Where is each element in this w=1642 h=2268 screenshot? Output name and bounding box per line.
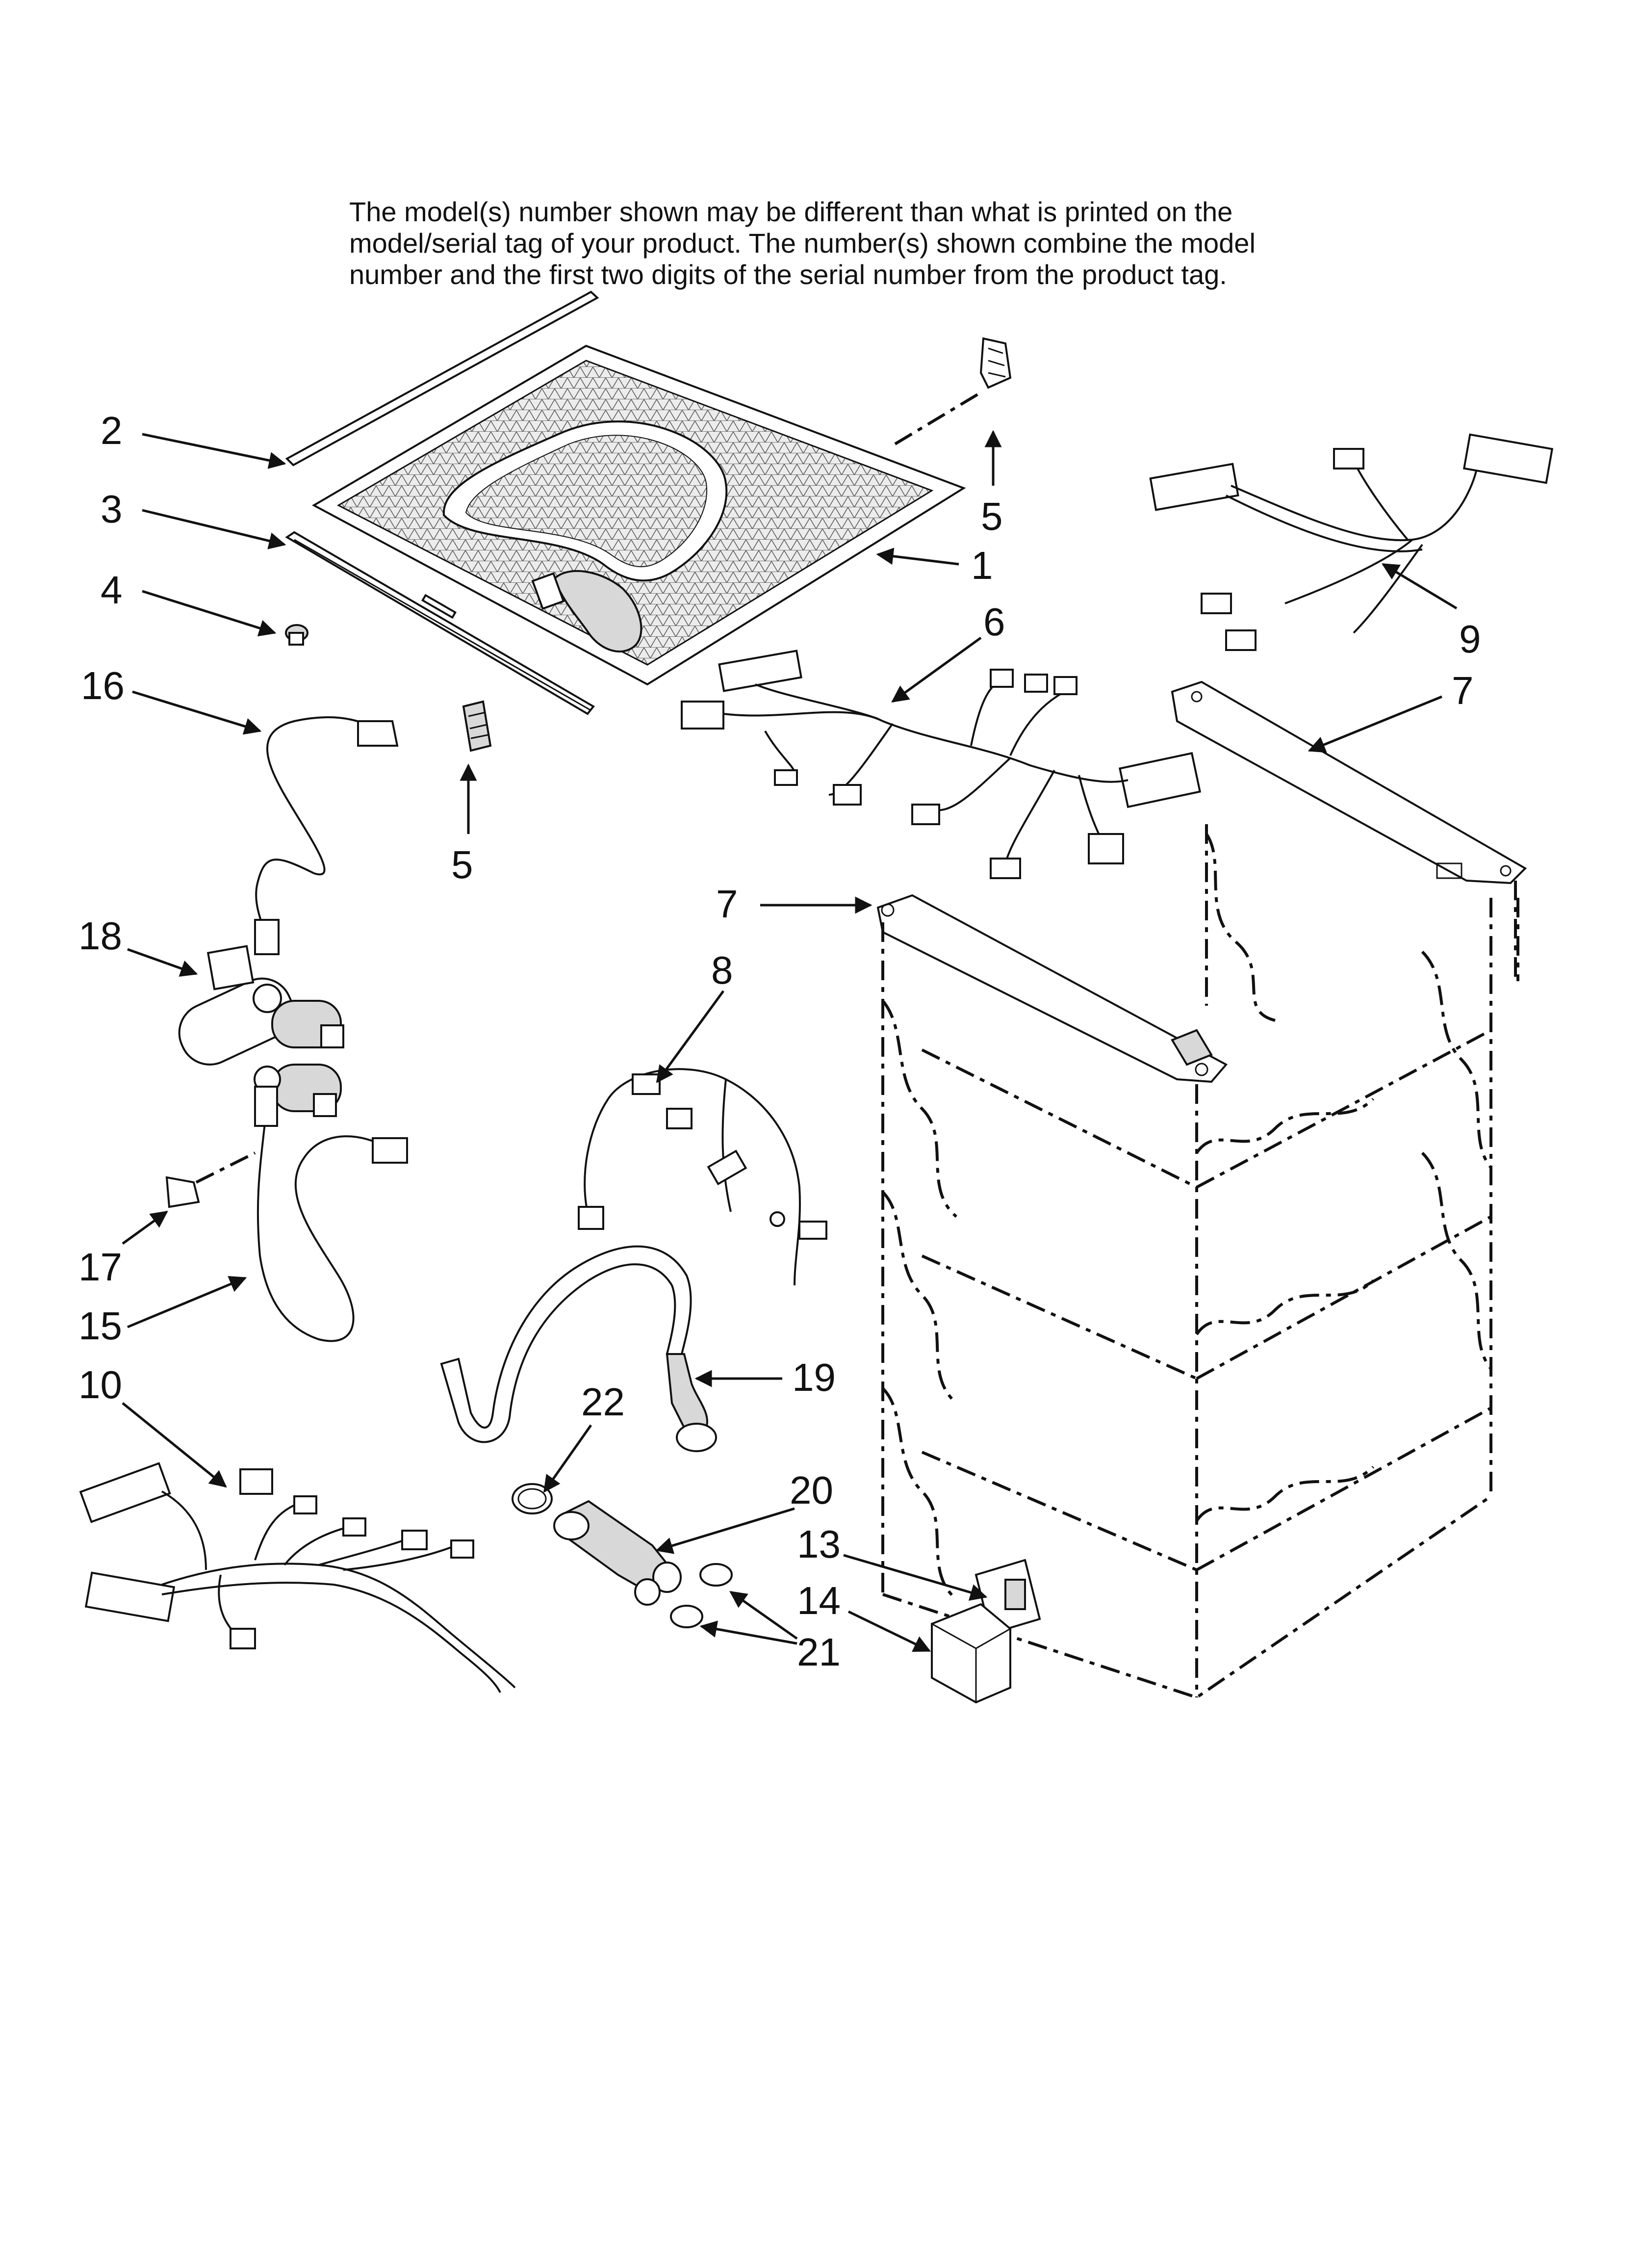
part-16-hose	[254, 716, 399, 955]
callout-4: 4	[101, 568, 123, 612]
cabinet-frame	[881, 824, 1517, 1699]
callout-3: 3	[101, 487, 123, 531]
callout-17: 17	[78, 1245, 122, 1289]
callout-13: 13	[797, 1522, 841, 1566]
callout-9: 9	[1459, 617, 1481, 661]
callout-10: 10	[78, 1363, 122, 1407]
callout-7-lower: 7	[716, 882, 738, 926]
part-19-drain-hose	[440, 1245, 717, 1452]
callout-1: 1	[971, 544, 993, 587]
part-7-bracket-lower	[876, 894, 1228, 1083]
part-17-clip	[165, 1151, 256, 1208]
callout-6: 6	[983, 600, 1005, 644]
part-20-connector	[553, 1500, 682, 1606]
callout-19: 19	[792, 1356, 836, 1399]
callout-8: 8	[711, 948, 733, 992]
note-line-3: number and the first two digits of the s…	[349, 259, 1227, 290]
part-4-screw	[285, 624, 308, 646]
callout-22: 22	[581, 1380, 625, 1424]
part-18-valve	[178, 945, 344, 1117]
part-15-hose	[254, 1086, 408, 1342]
callout-16: 16	[81, 664, 125, 707]
callout-5-lower: 5	[451, 843, 473, 886]
callout-18: 18	[78, 914, 122, 958]
leader-lines	[122, 430, 1519, 1652]
part-22-clamp	[512, 1483, 553, 1514]
part-3-rail	[285, 531, 595, 715]
callout-2: 2	[101, 409, 123, 452]
callout-5-upper: 5	[981, 495, 1003, 538]
part-5-clip-lower	[462, 700, 492, 752]
part-8-wire-harness	[578, 1068, 827, 1286]
part-6-wire-harness	[681, 650, 1202, 879]
part-1-top-panel	[311, 344, 966, 686]
callout-15: 15	[78, 1304, 122, 1348]
note-line-2: model/serial tag of your product. The nu…	[349, 228, 1256, 259]
callout-20: 20	[790, 1468, 833, 1512]
model-number-note: The model(s) number shown may be differe…	[349, 196, 1477, 290]
callout-labels: 2 3 4 1 5 5 16 6 9 7 7 8 18 17 15 10 19 …	[78, 409, 1481, 1674]
callout-21: 21	[797, 1630, 841, 1674]
part-2-strip	[285, 290, 599, 467]
part-14-box	[931, 1603, 1011, 1704]
part-10-wire-harness	[79, 1462, 516, 1693]
part-9-wire-harness	[1149, 433, 1554, 651]
part-5-clip-upper	[894, 337, 1012, 445]
note-line-1: The model(s) number shown may be differe…	[349, 196, 1233, 227]
part-7-bracket-upper	[1171, 680, 1527, 885]
callout-7-upper: 7	[1452, 669, 1474, 712]
part-21-rings	[670, 1563, 733, 1628]
callout-14: 14	[797, 1579, 841, 1622]
